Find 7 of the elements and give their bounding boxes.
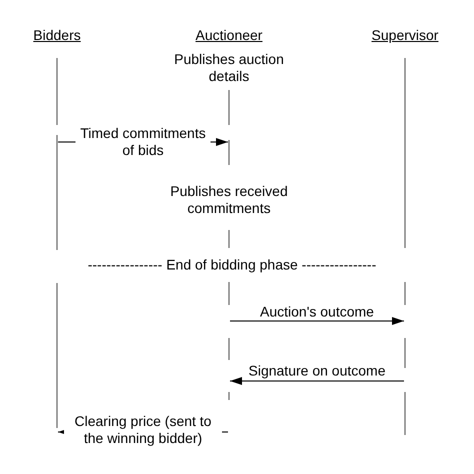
message-label: Auction's outcome [259,304,375,320]
participant-header: Bidders [32,26,82,44]
message-arrow [230,317,404,325]
participant-header: Auctioneer [194,26,264,44]
participant-header: Supervisor [370,26,440,44]
message-arrow [230,377,404,385]
message-label: Signature on outcome [248,362,386,380]
